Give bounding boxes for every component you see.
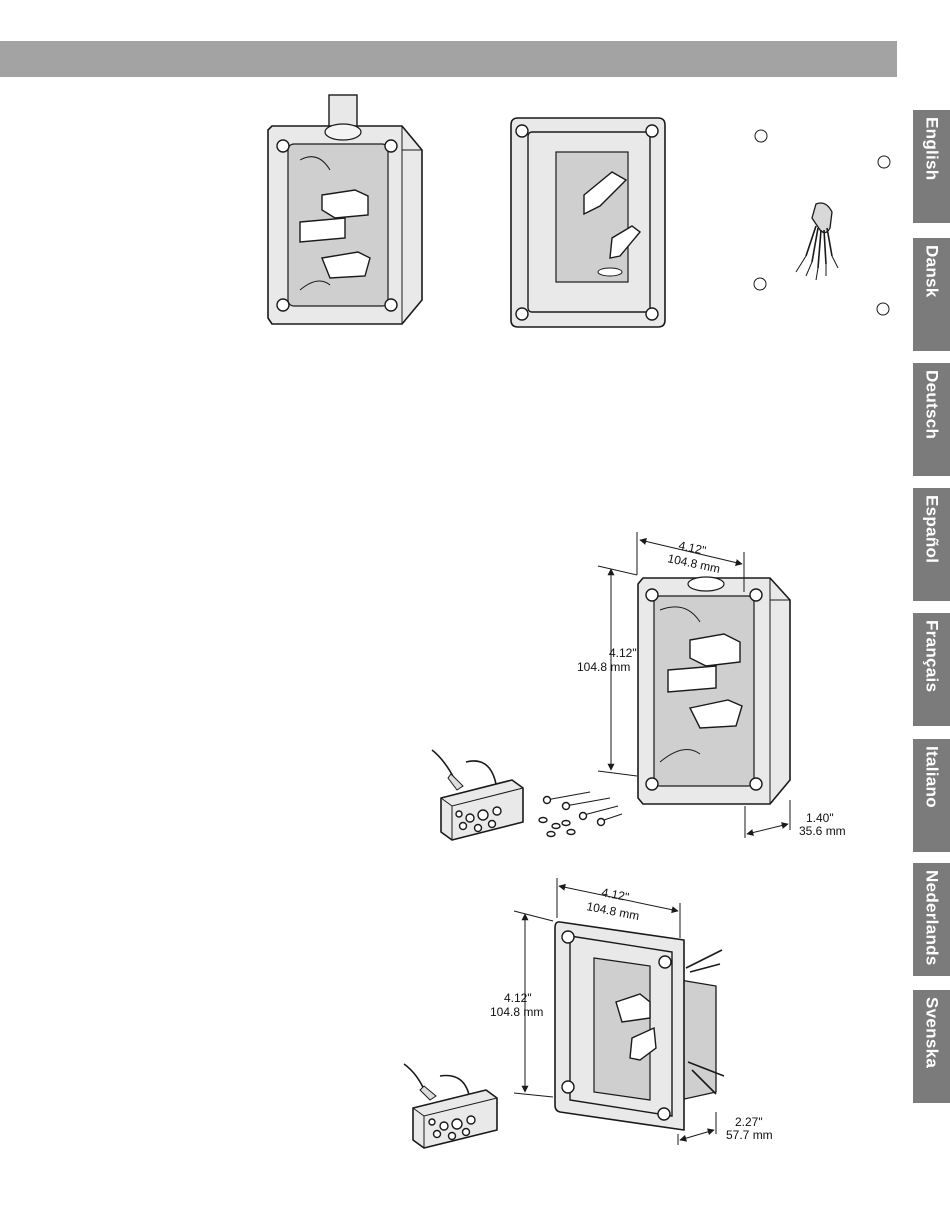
tab-francais[interactable]: Français (913, 613, 950, 726)
flush-frame-width-mm: 104.8 mm (585, 899, 640, 923)
terminal-block-illustration (404, 1064, 497, 1148)
tab-label: Svenska (922, 997, 942, 1068)
tab-deutsch[interactable]: Deutsch (913, 363, 950, 476)
tab-italiano[interactable]: Italiano (913, 739, 950, 852)
tab-label: Nederlands (922, 870, 942, 966)
tab-label: Français (922, 620, 942, 692)
surface-box-height-in: 4.12" (609, 646, 637, 660)
tab-dansk[interactable]: Dansk (913, 238, 950, 351)
cable-illustration (754, 130, 890, 315)
tab-label: English (922, 117, 942, 181)
flush-frame-depth-mm: 57.7 mm (726, 1128, 773, 1142)
surface-box-height-mm: 104.8 mm (577, 660, 630, 674)
flush-frame-dimension-drawing: 4.12" 104.8 mm 4.12" 104.8 mm 2.27" 57.7… (490, 878, 773, 1145)
flush-frame-width-in: 4.12" (600, 885, 630, 904)
terminal-block-and-screws-illustration (432, 750, 622, 840)
surface-box-dimension-drawing: 4.12" 104.8 mm 4.12" 104.8 mm 1.40" 35.6… (577, 532, 846, 838)
tab-label: Deutsch (922, 370, 942, 439)
flush-frame-depth-in: 2.27" (735, 1115, 763, 1129)
tab-nederlands[interactable]: Nederlands (913, 863, 950, 976)
tab-label: Dansk (922, 245, 942, 298)
tab-espanol[interactable]: Español (913, 488, 950, 601)
surface-box-depth-mm: 35.6 mm (799, 824, 846, 838)
tab-label: Español (922, 495, 942, 563)
flush-frame-illustration (511, 118, 665, 327)
tab-svenska[interactable]: Svenska (913, 990, 950, 1103)
tab-label: Italiano (922, 746, 942, 808)
surface-box-depth-in: 1.40" (806, 811, 834, 825)
flush-frame-height-in: 4.12" (504, 991, 532, 1005)
tab-english[interactable]: English (913, 110, 950, 223)
surface-box-with-conduit-illustration (268, 95, 422, 324)
language-tabs: English Dansk Deutsch Español Français I… (913, 0, 950, 1229)
flush-frame-height-mm: 104.8 mm (490, 1005, 543, 1019)
illustrations: 4.12" 104.8 mm 4.12" 104.8 mm 1.40" 35.6… (0, 0, 897, 1229)
